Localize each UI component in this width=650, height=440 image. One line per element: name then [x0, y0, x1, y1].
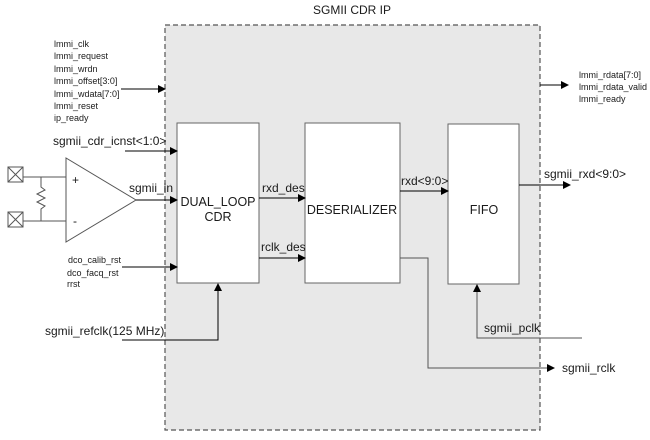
rxd-label: rxd<9:0> — [401, 174, 448, 188]
lmmi-input-1: lmmi_request — [54, 51, 109, 61]
lmmi-input-6: ip_ready — [54, 113, 89, 123]
refclk-arrow — [122, 283, 222, 341]
input-pad-p — [7, 166, 24, 183]
sgmii-rxd-label: sgmii_rxd<9:0> — [544, 167, 626, 181]
deserializer-block — [304, 122, 401, 284]
sgmii-in-label: sgmii_in — [129, 181, 173, 195]
sgmii-rclk-label: sgmii_rclk — [562, 361, 616, 375]
sgmii-pclk-arrow — [473, 284, 582, 339]
fifo-label: FIFO — [470, 203, 499, 217]
input-pad-n — [7, 211, 24, 228]
lmmi-input-labels: lmmi_clk lmmi_request lmmi_wrdn lmmi_off… — [54, 39, 120, 123]
lmmi-input-0: lmmi_clk — [54, 39, 89, 49]
amp-minus-label: - — [73, 214, 77, 228]
reset-input-0: dco_calib_rst — [68, 255, 122, 265]
ip-title: SGMII CDR IP — [313, 3, 391, 17]
fifo-block — [447, 123, 520, 285]
lmmi-output-labels: lmmi_rdata[7:0] lmmi_rdata_valid lmmi_re… — [579, 70, 647, 104]
rxd-des-label: rxd_des — [262, 181, 305, 195]
reset-input-2: rrst — [67, 279, 80, 289]
sgmii-rclk-arrow — [400, 257, 555, 372]
dual-loop-cdr-block — [176, 122, 260, 284]
cdr-label-line2: CDR — [204, 210, 231, 224]
reset-input-1: dco_facq_rst — [67, 268, 119, 278]
cdr-icnst-label: sgmii_cdr_icnst<1:0> — [53, 134, 166, 148]
input-amplifier-icon — [65, 157, 137, 243]
lmmi-input-3: lmmi_offset[3:0] — [54, 76, 117, 86]
lmmi-input-4: lmmi_wdata[7:0] — [54, 89, 120, 99]
lmmi-output-1: lmmi_rdata_valid — [579, 82, 647, 92]
deserializer-label: DESERIALIZER — [307, 203, 397, 217]
amp-plus-label: + — [72, 173, 79, 187]
lmmi-output-0: lmmi_rdata[7:0] — [579, 70, 641, 80]
cdr-label-line1: DUAL_LOOP — [180, 195, 255, 209]
sgmii-pclk-label: sgmii_pclk — [484, 321, 541, 335]
lmmi-input-5: lmmi_reset — [54, 101, 99, 111]
refclk-label: sgmii_refclk(125 MHz) — [45, 324, 164, 338]
lmmi-output-2: lmmi_ready — [579, 94, 626, 104]
lmmi-input-2: lmmi_wrdn — [54, 64, 98, 74]
termination-resistor-icon — [35, 177, 47, 221]
rclk-des-label: rclk_des — [261, 240, 306, 254]
